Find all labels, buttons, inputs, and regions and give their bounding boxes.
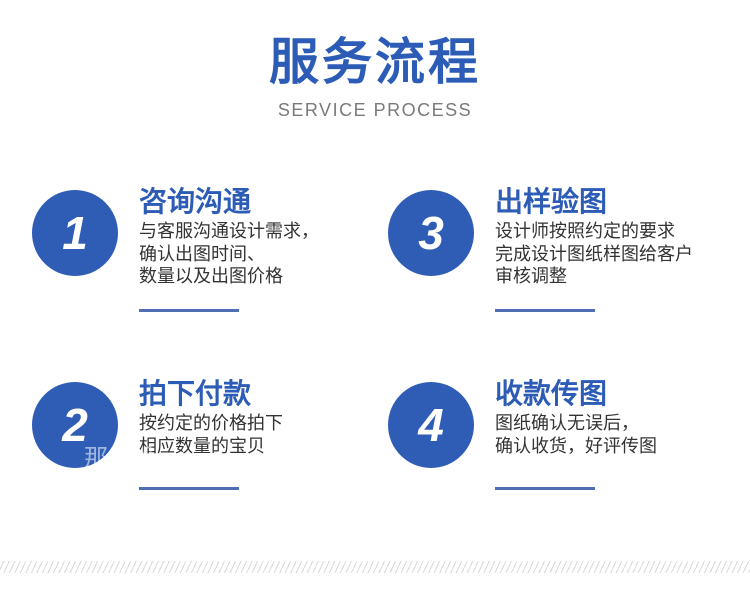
step-number-badge: 1 bbox=[32, 190, 118, 276]
step-description: 图纸确认无误后， 确认收货，好评传图 bbox=[495, 413, 657, 458]
step-number-badge: 2 bbox=[32, 382, 118, 468]
watermark: 那美设 bbox=[84, 444, 156, 472]
step-number-badge: 3 bbox=[388, 190, 474, 276]
desc-line: 数量以及出图价格 bbox=[139, 266, 283, 287]
desc-line: 按约定的价格拍下 bbox=[139, 413, 283, 434]
desc-line: 确认收货，好评传图 bbox=[495, 435, 657, 457]
divider bbox=[495, 309, 595, 312]
desc-line: 设计师按照约定的要求 bbox=[495, 221, 675, 242]
step-heading: 收款传图 bbox=[495, 377, 608, 410]
step-number-badge: 4 bbox=[388, 382, 474, 468]
step-description: 设计师按照约定的要求 完成设计图纸样图给客户 审核调整 bbox=[495, 221, 693, 289]
desc-line: 与客服沟通设计需求， bbox=[139, 221, 319, 242]
desc-line: 完成设计图纸样图给客户 bbox=[495, 243, 693, 265]
divider bbox=[495, 487, 595, 490]
step-heading: 拍下付款 bbox=[139, 377, 252, 410]
step-heading: 咨询沟通 bbox=[139, 185, 252, 218]
step-3: 3 出样验图 设计师按照约定的要求 完成设计图纸样图给客户 审核调整 bbox=[388, 185, 718, 330]
divider bbox=[139, 487, 239, 490]
step-heading: 出样验图 bbox=[495, 185, 608, 218]
desc-line: 确认出图时间、 bbox=[139, 243, 265, 265]
step-4: 4 收款传图 图纸确认无误后， 确认收货，好评传图 bbox=[388, 377, 718, 522]
page-subtitle: SERVICE PROCESS bbox=[277, 100, 473, 120]
page-title: 服务流程 bbox=[269, 33, 481, 91]
desc-line: 相应数量的宝贝 bbox=[139, 435, 265, 457]
step-1: 1 咨询沟通 与客服沟通设计需求， 确认出图时间、 数量以及出图价格 bbox=[32, 185, 362, 330]
desc-line: 图纸确认无误后， bbox=[495, 413, 639, 434]
desc-line: 审核调整 bbox=[495, 266, 567, 287]
divider bbox=[139, 309, 239, 312]
step-description: 与客服沟通设计需求， 确认出图时间、 数量以及出图价格 bbox=[139, 221, 319, 289]
step-description: 按约定的价格拍下 相应数量的宝贝 bbox=[139, 413, 283, 458]
hatched-divider bbox=[0, 561, 750, 573]
step-2: 2 拍下付款 按约定的价格拍下 相应数量的宝贝 那美设 bbox=[32, 377, 362, 522]
